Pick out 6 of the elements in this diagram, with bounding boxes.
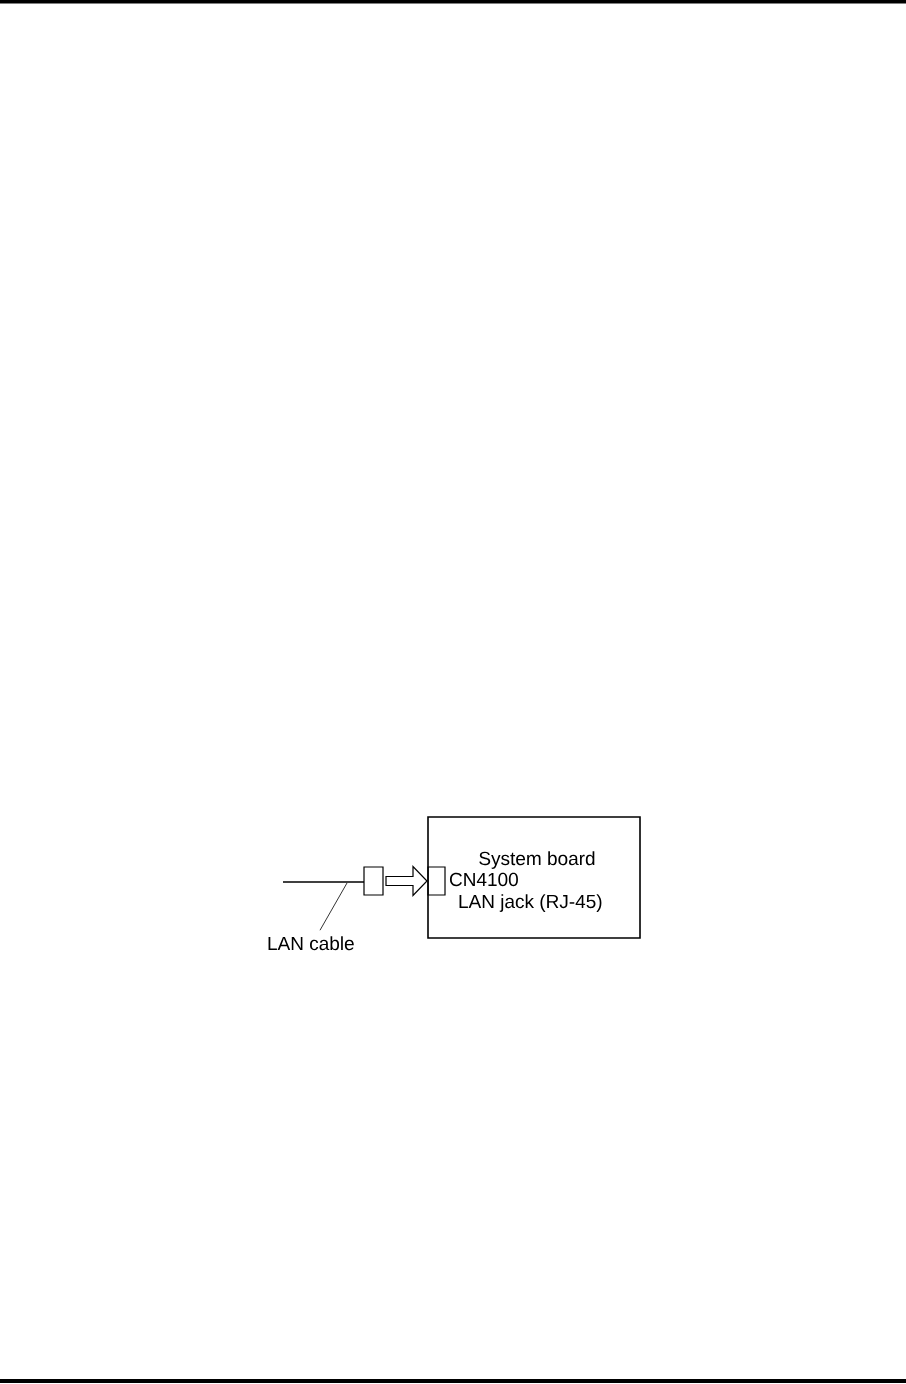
part-label: CN4100 — [449, 872, 518, 887]
connector-plug — [363, 866, 384, 896]
leader-line — [319, 882, 348, 931]
insertion-arrow — [385, 865, 428, 897]
part-label: LAN jack (RJ-45) — [459, 894, 602, 912]
callout-label: LAN cable — [268, 936, 354, 951]
